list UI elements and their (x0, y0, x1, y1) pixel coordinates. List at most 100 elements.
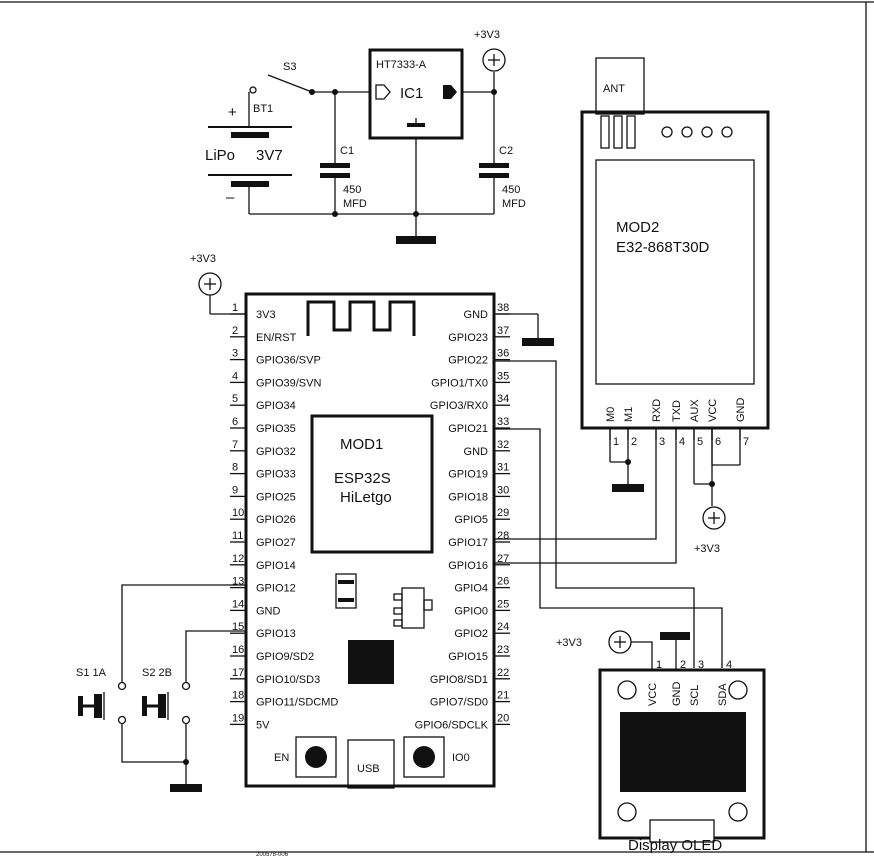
mod1-pin-number: 35 (497, 370, 509, 382)
c2-ref: C2 (499, 145, 513, 157)
oled-title: Display OLED (628, 837, 722, 854)
mod1-pin-name: GPIO2 (454, 628, 488, 640)
mod1-pin-number: 3 (232, 348, 238, 360)
mod2-vcc-symbol (702, 506, 726, 530)
oled-pin-number: 4 (726, 659, 732, 671)
mod1-pin-number: 5 (232, 393, 238, 405)
mod1-pin-number: 34 (497, 393, 509, 405)
battery-plus: + (228, 104, 237, 121)
pcb-antenna-trace (306, 300, 416, 336)
mod1-pin-number: 18 (232, 690, 244, 702)
ground-symbol (522, 338, 554, 346)
c1-plate (320, 173, 350, 178)
mod1-pin-number: 30 (497, 484, 509, 496)
mod1-pin-name: GPIO18 (448, 491, 488, 503)
s1-actuator[interactable] (78, 696, 83, 716)
mod1-pin-number: 15 (232, 621, 244, 633)
wire-rxd (494, 428, 657, 540)
s2-contact (181, 715, 191, 725)
s2-contact (181, 681, 191, 691)
regulator-chip (335, 573, 357, 609)
regulator-input-arrow (375, 84, 391, 100)
wire (631, 641, 653, 670)
mod1-pin-number: 20 (497, 712, 509, 724)
mod1-pin-number: 23 (497, 644, 509, 656)
oled-mount-hole (617, 802, 637, 822)
s1-label: S1 1A (76, 667, 107, 679)
mod1-pin-name: 5V (256, 719, 270, 731)
s1-body (94, 694, 102, 718)
mod2-pin-name: VCC (707, 399, 719, 422)
mod1-pin-name: GPIO25 (256, 491, 296, 503)
mod1-pin-number: 27 (497, 553, 509, 565)
regulator-gnd-pad (407, 123, 425, 127)
io0-button[interactable] (413, 746, 435, 768)
mod1-pin-group: 13V32EN/RST3GPIO36/SVP4GPIO39/SVN5GPIO34… (230, 302, 510, 731)
en-button[interactable] (305, 746, 327, 768)
mod1-pin-number: 6 (232, 416, 238, 428)
c2-value: 450 (502, 184, 520, 196)
mod1-pin-name: GPIO23 (448, 332, 488, 344)
battery-plate (231, 181, 269, 187)
battery-type: LiPo (205, 147, 235, 164)
buttons-section: S1 1A S2 2B (76, 584, 246, 792)
mod2-pin-number: 6 (715, 436, 721, 448)
mod1-pin-number: 38 (497, 302, 509, 314)
junction (332, 211, 338, 217)
footer-code: 200578-006 (256, 852, 289, 856)
wire (121, 724, 186, 763)
s1-contact (117, 715, 127, 725)
s2-actuator[interactable] (142, 696, 147, 716)
mod1-pin-name: GPIO26 (256, 514, 296, 526)
usb-label: USB (357, 763, 380, 775)
oled-pin-number: 1 (656, 659, 662, 671)
mod1-pin-number: 24 (497, 621, 509, 633)
mod1-pin-number: 11 (232, 530, 243, 542)
wire-txd (494, 428, 677, 564)
antenna-pad (613, 115, 623, 149)
mod1-pin-name: GPIO10/SD3 (256, 674, 320, 686)
mount-hole (721, 126, 733, 138)
mod1-pin-name: GPIO4 (454, 583, 488, 595)
mod1-pin-number: 29 (497, 507, 509, 519)
oled-mount-hole (617, 680, 637, 700)
mod1-pin-number: 28 (497, 530, 509, 542)
mod1-pin-name: GPIO36/SVP (256, 355, 321, 367)
c2-plate (479, 173, 509, 178)
ground-symbol (170, 784, 202, 792)
mod1-pin-name: GPIO32 (256, 446, 296, 458)
mod1-pin-name: GPIO39/SVN (256, 377, 321, 389)
power-section: + BT1 LiPo 3V7 – S3 C1 450 MFD HT7333-A … (205, 29, 526, 244)
usb-uart-chip (348, 640, 394, 684)
mod1-module: MOD1 ESP32S HiLetgo EN IO0 USB 13V32EN/R… (190, 253, 723, 789)
usb-port (347, 739, 395, 789)
oled-pin-name: GND (671, 682, 683, 707)
oled-pin-number: 2 (680, 659, 686, 671)
mod1-pin-number: 16 (232, 644, 244, 656)
mod1-pin-number: 17 (232, 667, 244, 679)
mod1-pin-number: 10 (232, 507, 244, 519)
sot-chip (401, 587, 425, 629)
ground-symbol (660, 632, 690, 640)
mod1-pin-number: 21 (497, 690, 509, 702)
rail-label: +3V3 (474, 29, 500, 41)
mod1-pin-name: GPIO8/SD1 (430, 674, 488, 686)
mod1-pin-number: 14 (232, 598, 244, 610)
rail-plus-symbol (482, 48, 506, 72)
mod2-pin-name: AUX (689, 399, 701, 422)
mod1-pin-name: GPIO3/RX0 (430, 400, 488, 412)
mod2-pin-name: RXD (651, 399, 663, 422)
mod2-pin-number: 3 (659, 436, 665, 448)
wire-scl (494, 360, 695, 668)
mod1-pin-number: 13 (232, 576, 244, 588)
antenna-box (595, 57, 645, 115)
switch-ref: S3 (283, 61, 296, 73)
mod1-pin-name: GPIO15 (448, 651, 488, 663)
mod1-pin-name: GPIO34 (256, 400, 296, 412)
mod1-pin-name: GPIO6/SDCLK (415, 719, 489, 731)
mod1-pin-number: 31 (497, 462, 509, 474)
battery-minus: – (226, 189, 235, 206)
wire-s2 (185, 630, 246, 683)
junction (183, 759, 189, 765)
